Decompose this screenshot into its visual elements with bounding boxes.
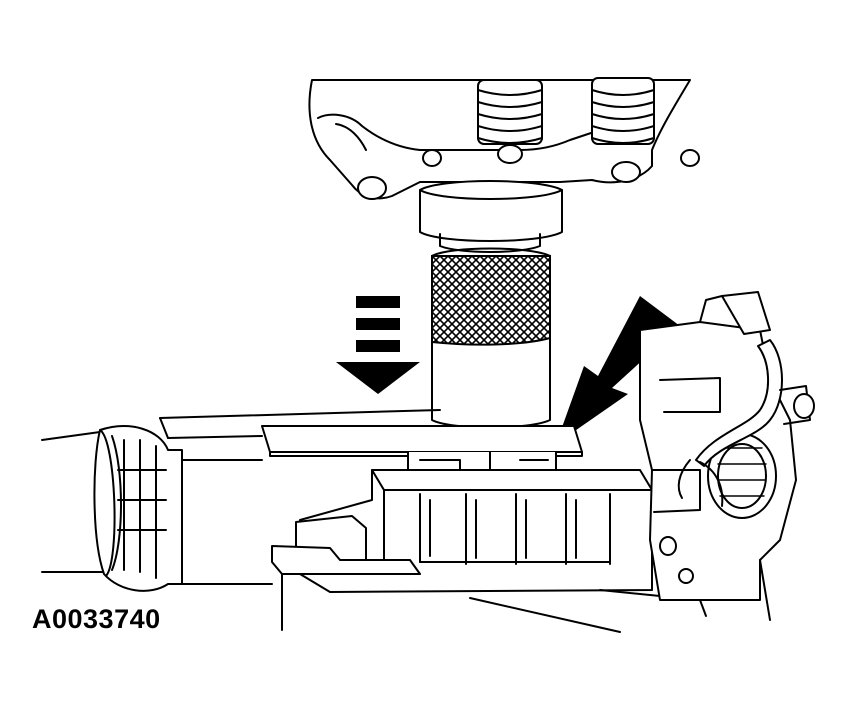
press-spring-right [591,77,655,145]
figure-id-label: A0033740 [32,604,161,634]
right-assembly [639,291,815,621]
press-ram-collar [419,180,563,253]
press-spring-left [477,79,543,145]
press-direction-arrow-icon [336,296,420,394]
press-tool-cylinder [431,247,551,429]
housing-shaft [41,409,441,592]
pressing-plate [261,425,583,457]
support-fixture [271,469,653,631]
